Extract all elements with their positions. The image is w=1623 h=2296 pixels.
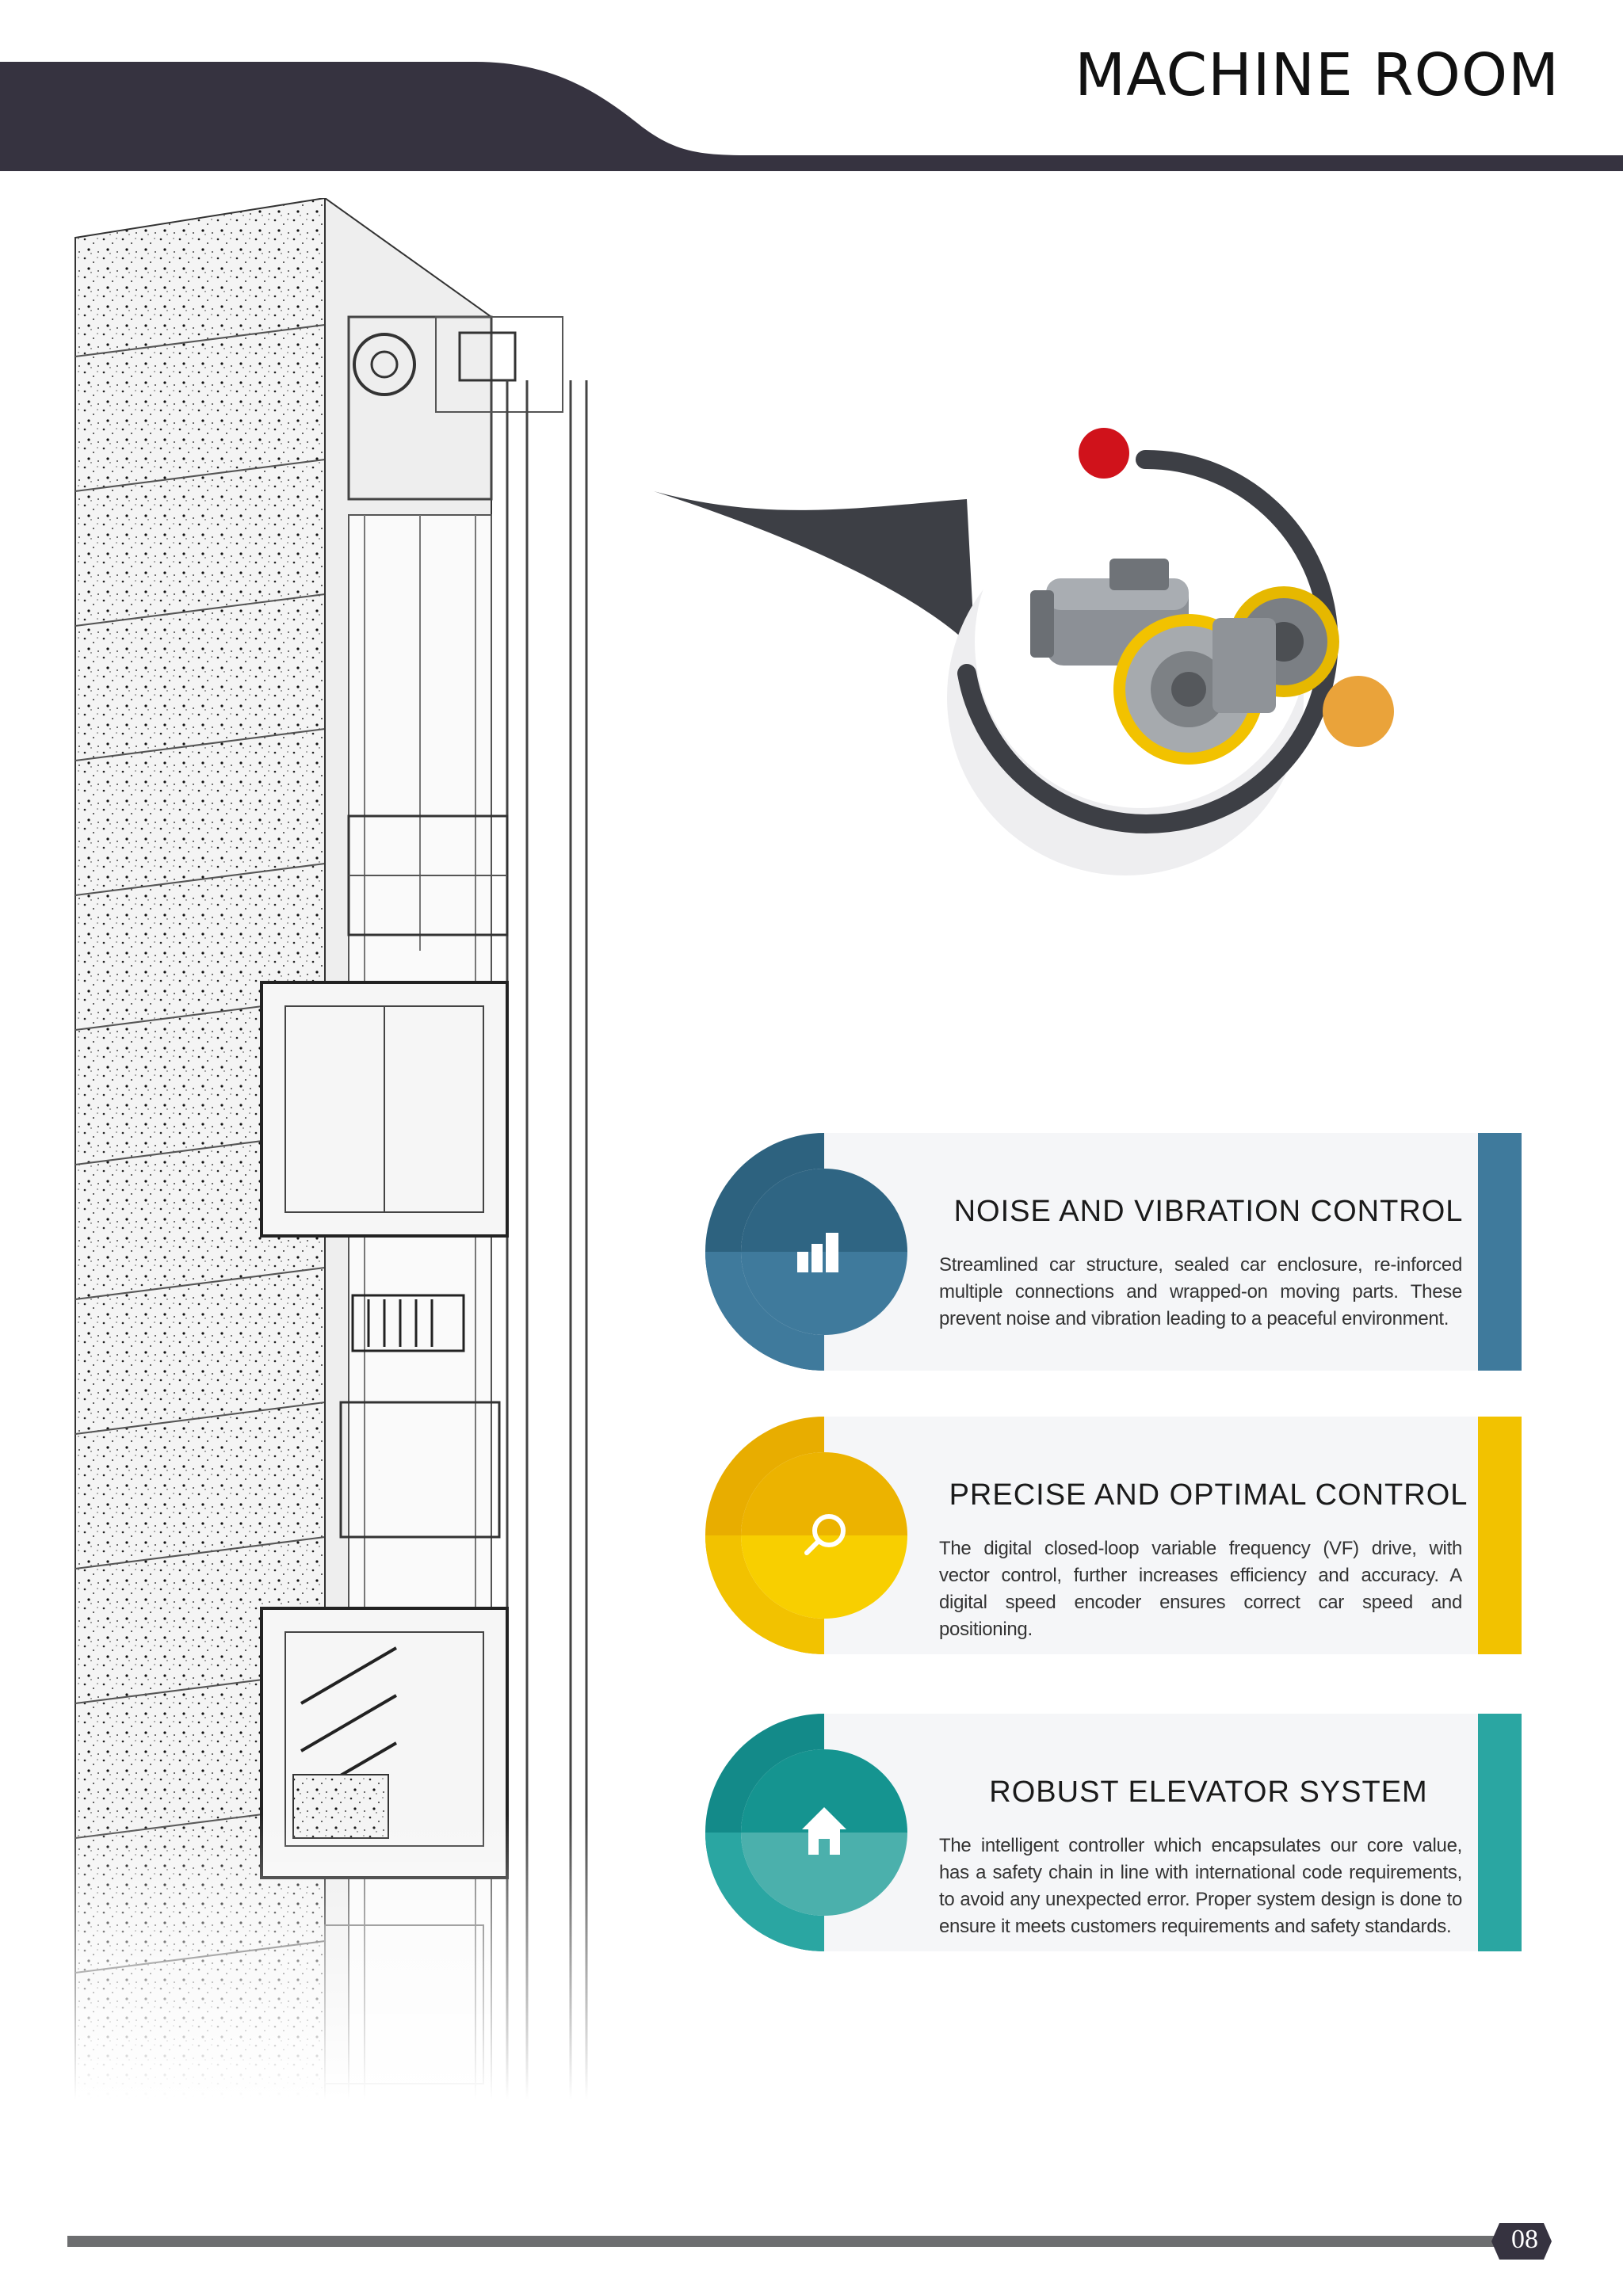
feature-title: PRECISE AND OPTIMAL CONTROL	[949, 1478, 1468, 1512]
feature-card-precise-control: PRECISE AND OPTIMAL CONTROL The digital …	[705, 1417, 1522, 1654]
footer-rule	[67, 2236, 1518, 2247]
home-icon	[802, 1807, 846, 1855]
feature-title: NOISE AND VIBRATION CONTROL	[953, 1195, 1464, 1228]
machine-callout	[654, 428, 1394, 875]
page-number-tag	[1491, 2223, 1552, 2260]
feature-card-noise-vibration: NOISE AND VIBRATION CONTROL Streamlined …	[705, 1133, 1522, 1371]
card-accent-bar	[1478, 1714, 1522, 1951]
feature-description: The intelligent controller which encapsu…	[939, 1835, 1462, 1937]
card-accent-bar	[1478, 1133, 1522, 1371]
search-icon	[804, 1514, 846, 1555]
feature-card-robust-system: ROBUST ELEVATOR SYSTEM The intelligent c…	[705, 1714, 1522, 1951]
bar-chart-icon	[797, 1233, 838, 1272]
traction-machine-image	[1030, 559, 1339, 765]
feature-description: The digital closed-loop variable frequen…	[939, 1538, 1462, 1640]
feature-title: ROBUST ELEVATOR SYSTEM	[989, 1775, 1428, 1809]
card-icon-badge	[705, 1417, 907, 1654]
page-number: 08	[1511, 2225, 1538, 2254]
card-icon-badge	[705, 1714, 907, 1951]
card-panel	[824, 1417, 1494, 1654]
feature-description: Streamlined car structure, sealed car en…	[939, 1254, 1462, 1329]
elevator-shaft-illustration	[63, 198, 602, 2100]
card-panel	[824, 1714, 1494, 1951]
accent-dot-red	[1079, 428, 1129, 479]
header-band	[0, 62, 1623, 171]
card-accent-bar	[1478, 1417, 1522, 1654]
card-panel	[824, 1133, 1494, 1371]
card-icon-badge	[705, 1133, 907, 1371]
page-title: MACHINE ROOM	[1075, 41, 1560, 109]
accent-dot-orange	[1323, 676, 1394, 747]
